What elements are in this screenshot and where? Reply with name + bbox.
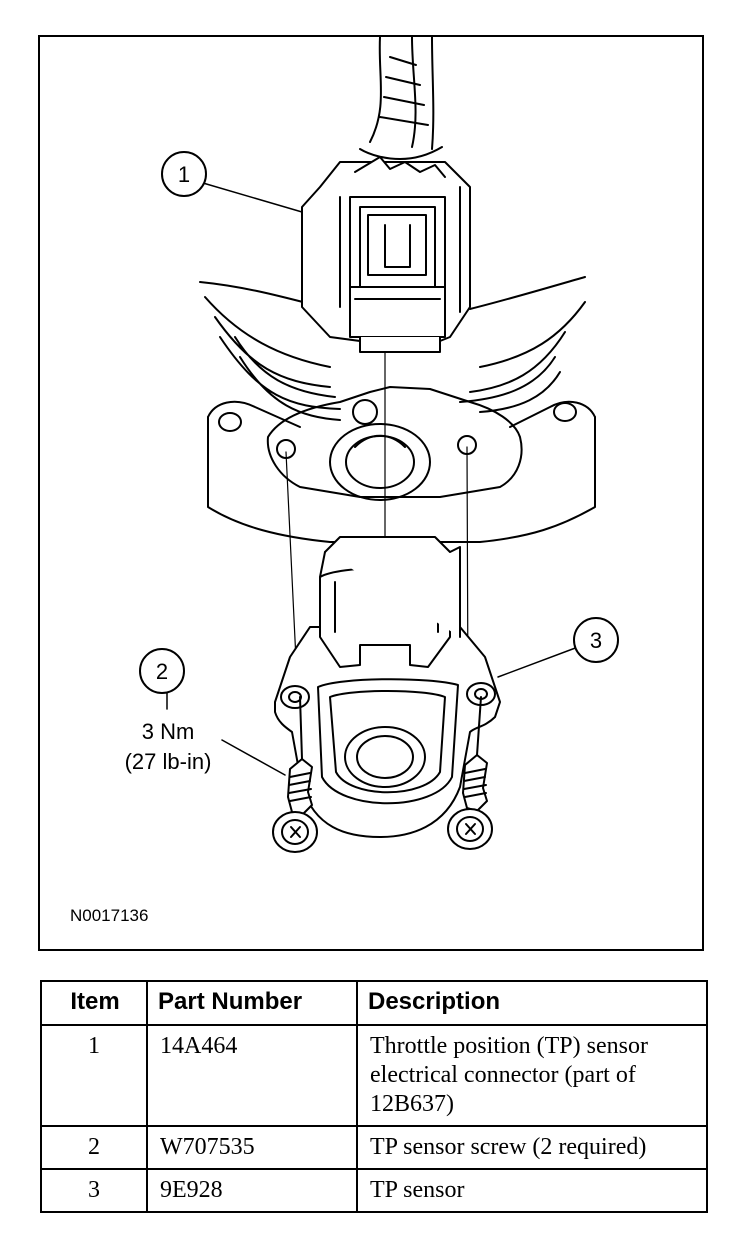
table-row: 1 14A464 Throttle position (TP) sensor e…	[40, 1024, 708, 1127]
wire-harness	[359, 37, 443, 160]
table-row: 3 9E928 TP sensor	[40, 1168, 708, 1213]
part-number-cell: 9E928	[146, 1168, 358, 1213]
leader-lines	[166, 182, 579, 776]
tp-sensor-illustration: 1 2 3 3 Nm (27 lb-in) N0017136	[70, 37, 619, 925]
throttle-body	[199, 276, 596, 543]
callout-1-label: 1	[178, 162, 190, 187]
part-number-cell: 14A464	[146, 1024, 358, 1127]
figure-id-label: N0017136	[70, 906, 148, 925]
torque-lbin-label: (27 lb-in)	[125, 749, 212, 774]
description-cell: TP sensor	[356, 1168, 708, 1213]
header-description: Description	[356, 980, 708, 1026]
table-header-row: Item Part Number Description	[40, 980, 708, 1026]
torque-nm-label: 3 Nm	[142, 719, 195, 744]
item-cell: 1	[40, 1024, 148, 1127]
description-cell: Throttle position (TP) sensor electrical…	[356, 1024, 708, 1127]
header-part-number: Part Number	[146, 980, 358, 1026]
tp-sensor	[274, 536, 501, 838]
item-cell: 2	[40, 1125, 148, 1170]
callout-circle-2	[139, 648, 185, 694]
diagram-frame: 1 2 3 3 Nm (27 lb-in) N0017136	[38, 35, 704, 951]
parts-table: Item Part Number Description 1 14A464 Th…	[40, 980, 708, 1213]
table-row: 2 W707535 TP sensor screw (2 required)	[40, 1125, 708, 1170]
callout-2-label: 2	[156, 659, 168, 684]
screw-right	[447, 696, 493, 850]
screw-left	[272, 696, 318, 853]
description-cell: TP sensor screw (2 required)	[356, 1125, 708, 1170]
part-number-cell: W707535	[146, 1125, 358, 1170]
callout-3-label: 3	[590, 628, 602, 653]
header-item: Item	[40, 980, 148, 1026]
item-cell: 3	[40, 1168, 148, 1213]
callout-circle-3	[573, 617, 619, 663]
callout-circle-1	[161, 151, 207, 197]
electrical-connector	[301, 156, 471, 353]
